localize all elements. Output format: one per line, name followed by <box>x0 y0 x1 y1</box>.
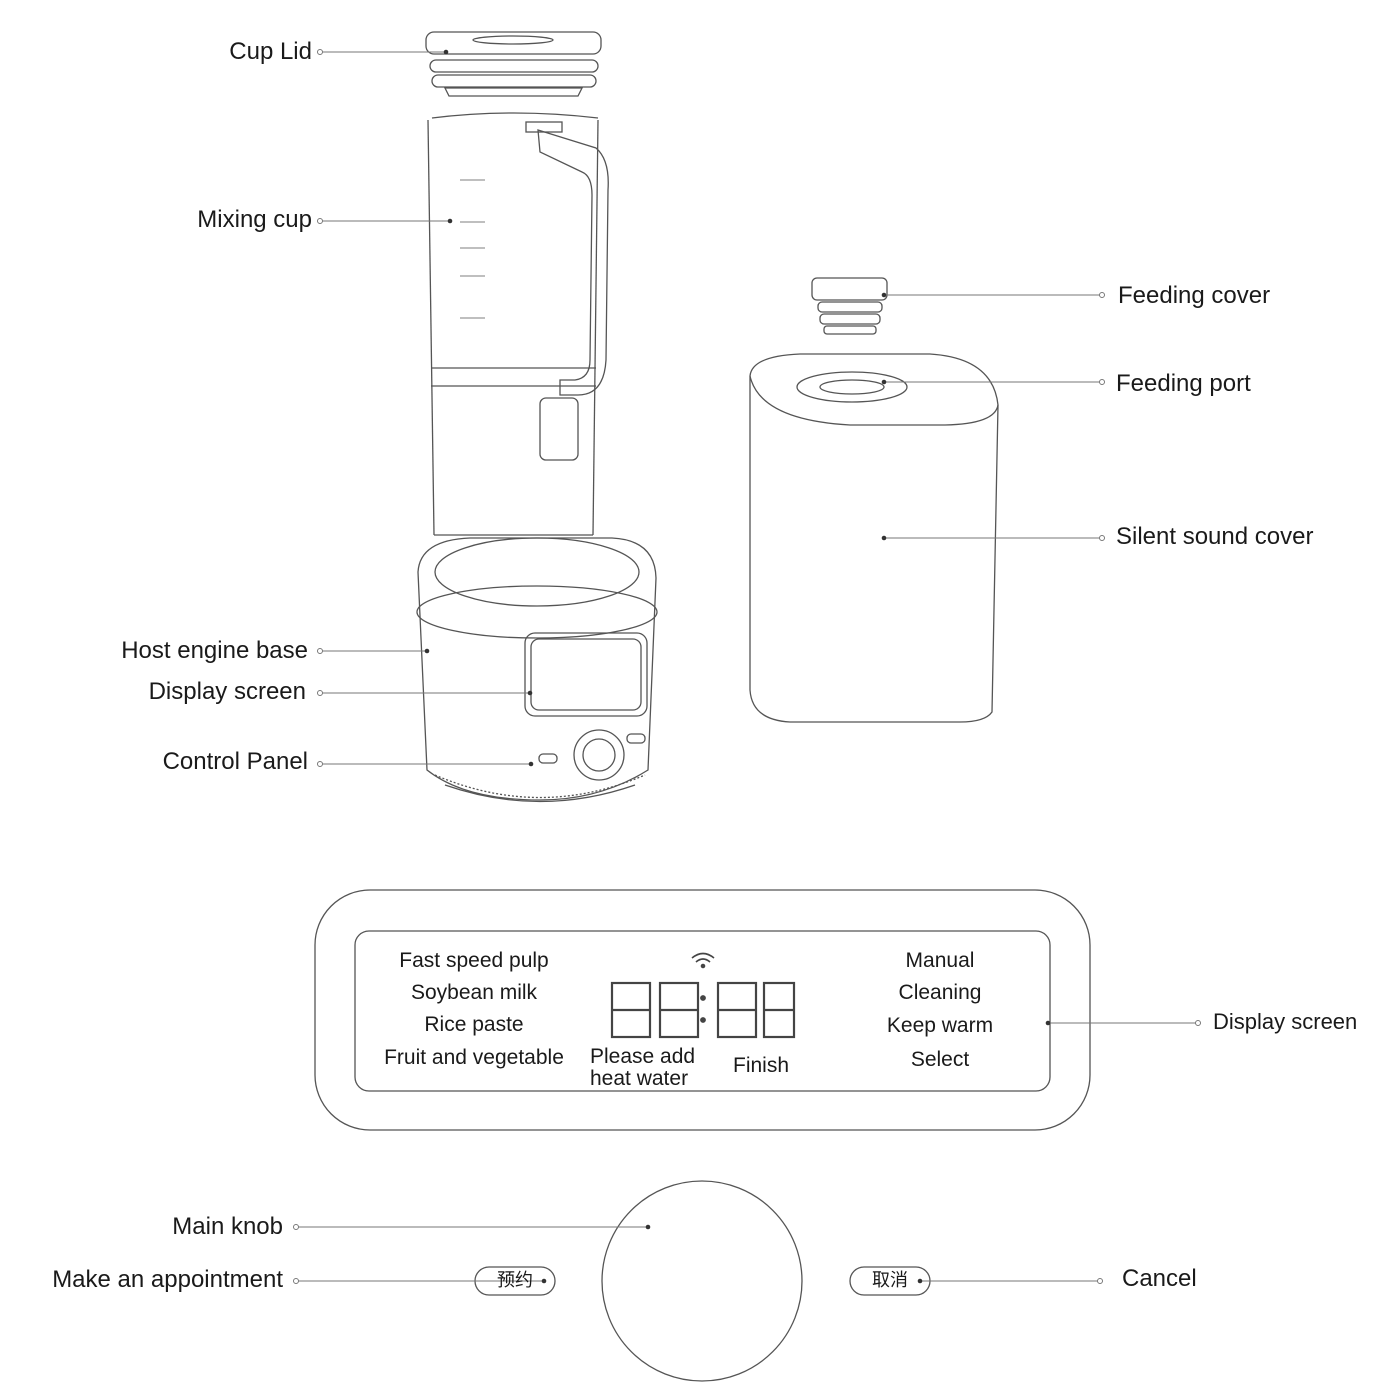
label-host-engine-base: Host engine base <box>121 637 308 664</box>
cup-lid-drawing <box>425 31 602 97</box>
appointment-button-label[interactable]: 预约 <box>497 1270 533 1291</box>
sound-cover-drawing <box>749 353 999 723</box>
host-base-drawing <box>416 537 658 803</box>
label-display-screen-detail: Display screen <box>1213 1009 1358 1034</box>
label-make-appointment: Make an appointment <box>52 1266 283 1293</box>
seven-segment-clock <box>610 981 796 1039</box>
lcd-heat-water: heat water <box>590 1067 689 1090</box>
lcd-finish: Finish <box>733 1054 790 1077</box>
lcd-left-mode-1: Soybean milk <box>410 981 538 1004</box>
lcd-left-mode-2: Rice paste <box>424 1013 524 1036</box>
lcd-right-mode-0: Manual <box>905 949 975 972</box>
lcd-left-mode-3: Fruit and vegetable <box>384 1046 564 1069</box>
lcd-right-mode-3: Select <box>910 1048 970 1071</box>
cancel-button-label[interactable]: 取消 <box>872 1270 908 1291</box>
label-mixing-cup: Mixing cup <box>197 206 312 233</box>
lcd-please-add: Please add <box>590 1045 696 1068</box>
label-feeding-port: Feeding port <box>1116 370 1251 397</box>
lcd-right-mode-1: Cleaning <box>898 981 982 1004</box>
label-main-knob: Main knob <box>172 1213 283 1240</box>
mixing-cup-drawing <box>427 112 609 536</box>
label-feeding-cover: Feeding cover <box>1118 282 1271 309</box>
feeding-cover-drawing <box>811 277 888 335</box>
leader-lines <box>296 51 1198 1282</box>
label-silent-sound-cover: Silent sound cover <box>1116 523 1314 550</box>
label-cup-lid: Cup Lid <box>229 38 312 65</box>
lcd-right-mode-2: Keep warm <box>886 1014 994 1037</box>
wifi-icon <box>691 952 715 969</box>
main-knob[interactable] <box>601 1180 803 1382</box>
label-control-panel: Control Panel <box>162 748 308 775</box>
display-screen-enlarged <box>314 889 1091 1131</box>
lcd-left-mode-0: Fast speed pulp <box>399 949 549 972</box>
label-cancel: Cancel <box>1122 1265 1197 1292</box>
label-display-screen: Display screen <box>148 678 306 705</box>
